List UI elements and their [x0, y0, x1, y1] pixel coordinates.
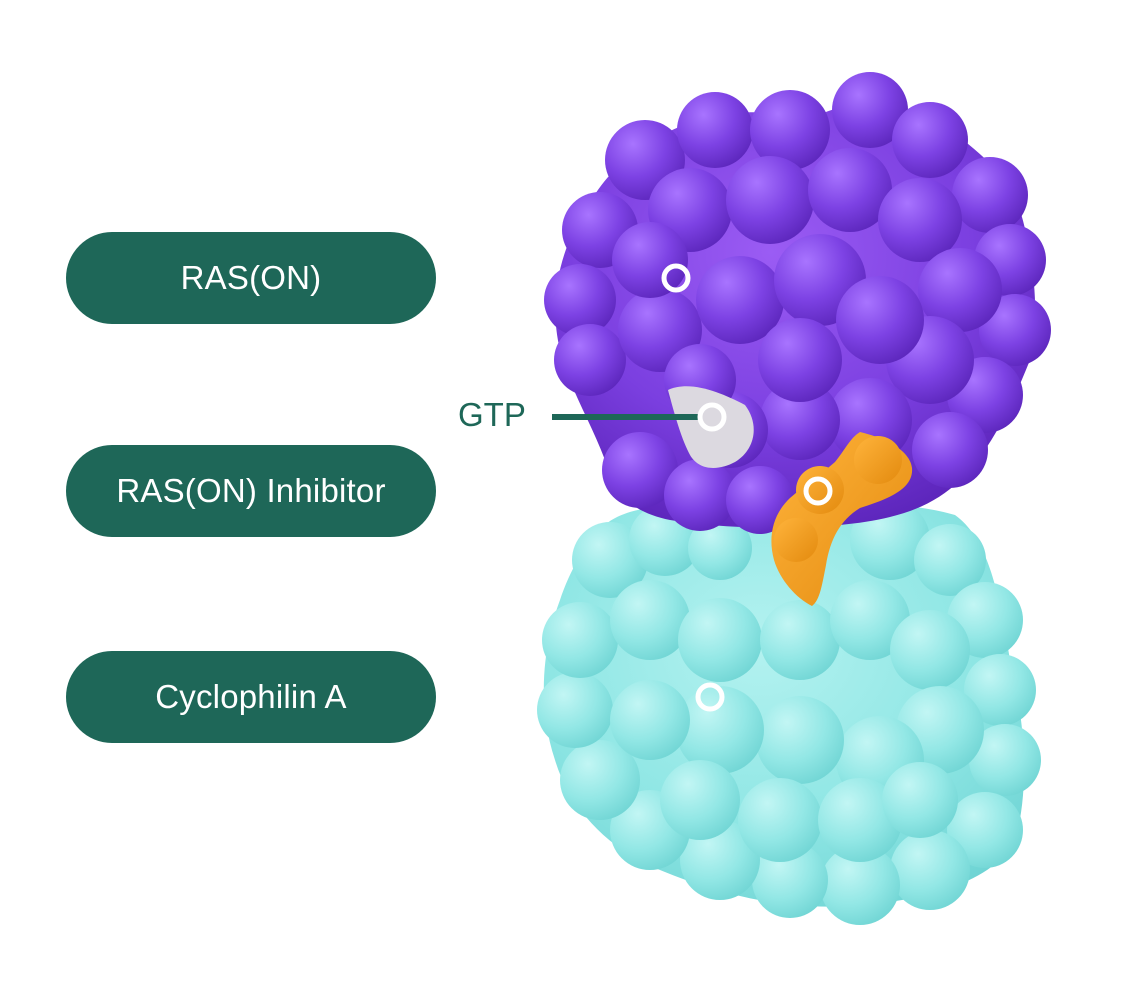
ras-marker-icon	[661, 263, 691, 293]
cyclophilin-a-label: Cyclophilin A	[66, 651, 436, 743]
ras-on-label: RAS(ON)	[66, 232, 436, 324]
inhibitor-marker-icon	[803, 476, 833, 506]
gtp-marker-icon	[697, 402, 727, 432]
ras-on-inhibitor-label: RAS(ON) Inhibitor	[66, 445, 436, 537]
cyclophilin-a-protein	[537, 500, 1041, 925]
gtp-label: GTP	[458, 396, 526, 433]
cyclophilin-marker-icon	[695, 682, 725, 712]
ras-protein	[544, 72, 1051, 534]
inhibitor-molecule	[771, 432, 913, 606]
